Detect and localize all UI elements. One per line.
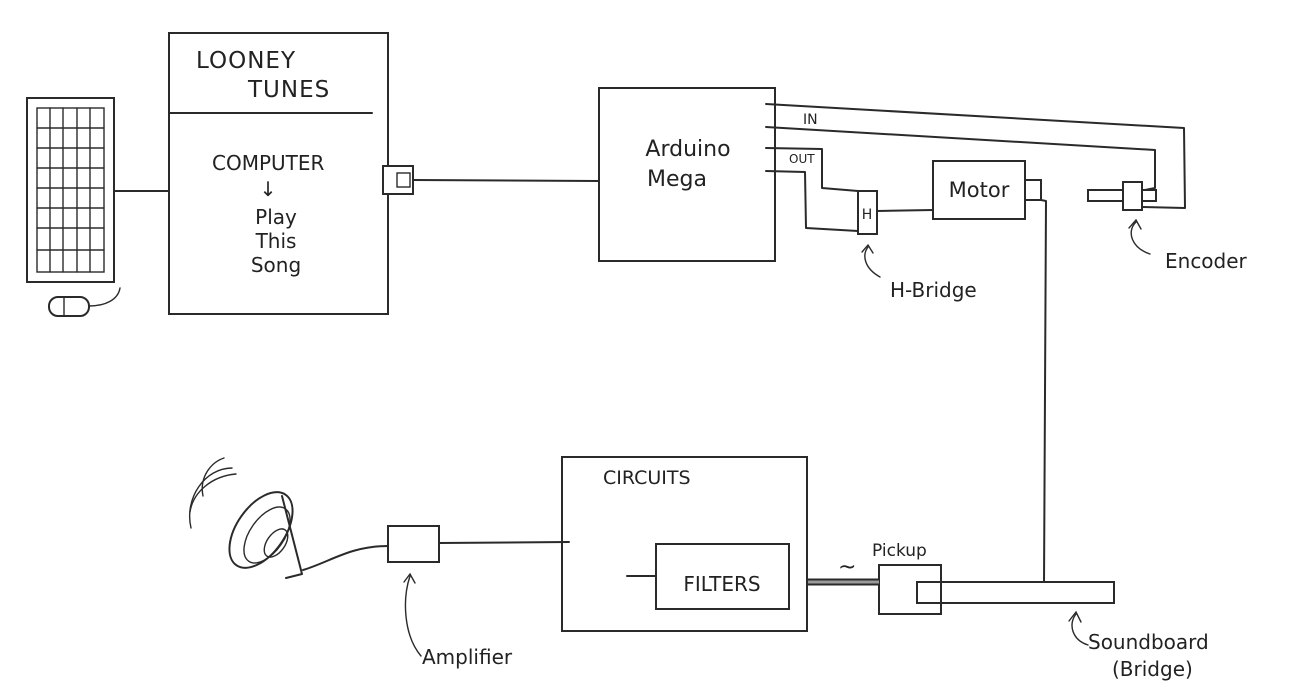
app-title-line-1: LOONEY: [196, 48, 296, 74]
motor-box: Motor: [932, 160, 1042, 220]
app-title-line-2: TUNES: [247, 77, 330, 103]
amplifier-pointer-arrow: [404, 575, 422, 657]
soundboard-label-line-2: (Bridge): [1112, 657, 1193, 681]
soundboard-label-line-1: Soundboard: [1088, 630, 1209, 654]
mouse-icon: [48, 287, 121, 317]
encoder-icon: [1087, 181, 1157, 211]
computer-panel: LOONEY TUNES COMPUTER ↓ Play This Song: [168, 32, 389, 315]
encoder-label: Encoder: [1165, 249, 1248, 273]
encoder-pointer-arrow: [1130, 221, 1151, 255]
song-label: Song: [251, 253, 301, 277]
soundboard-pointer-arrow: [1071, 613, 1089, 646]
hbridge-chip-letter: H: [862, 207, 873, 223]
this-label: This: [255, 229, 297, 253]
amplifier-box: [387, 525, 440, 563]
hbridge-wire-a: [765, 147, 859, 192]
amplifier-label: Amplifier: [422, 645, 513, 669]
down-arrow-icon: ↓: [260, 177, 277, 201]
pin-in-label: IN: [803, 112, 818, 128]
speaker-icon: [189, 457, 303, 579]
soundboard-bar: [916, 581, 1115, 604]
play-label: Play: [255, 205, 297, 229]
motor-label: Motor: [949, 178, 1010, 202]
circuits-title: CIRCUITS: [603, 467, 691, 489]
pickup-label: Pickup: [872, 541, 927, 561]
hbridge-label: H-Bridge: [890, 278, 977, 302]
computer-label: COMPUTER: [212, 151, 325, 175]
usb-port-icon: [382, 165, 414, 195]
amp-to-circuits-wire: [438, 541, 570, 544]
hbridge-to-motor-wire: [876, 209, 934, 212]
hbridge-wire-b: [765, 170, 859, 232]
motor-shaft: [1040, 199, 1047, 586]
usb-cable: [412, 179, 600, 182]
arduino-mega-box: Arduino Mega: [598, 87, 776, 262]
signal-wave-icon: ~: [838, 555, 856, 580]
filters-label: FILTERS: [683, 572, 760, 596]
speaker-cable: [302, 545, 389, 571]
arduino-label-line-1: Arduino: [645, 137, 730, 162]
circuits-box: CIRCUITS FILTERS: [561, 456, 808, 632]
pin-out-label: OUT: [789, 152, 815, 166]
encoder-wire-a: [765, 103, 1186, 209]
arduino-label-line-2: Mega: [647, 167, 707, 192]
keyboard-icon: [26, 97, 115, 283]
hbridge-pointer-arrow: [864, 246, 881, 278]
soundboard-overlap: [916, 581, 942, 604]
hbridge-chip: H: [857, 190, 878, 235]
